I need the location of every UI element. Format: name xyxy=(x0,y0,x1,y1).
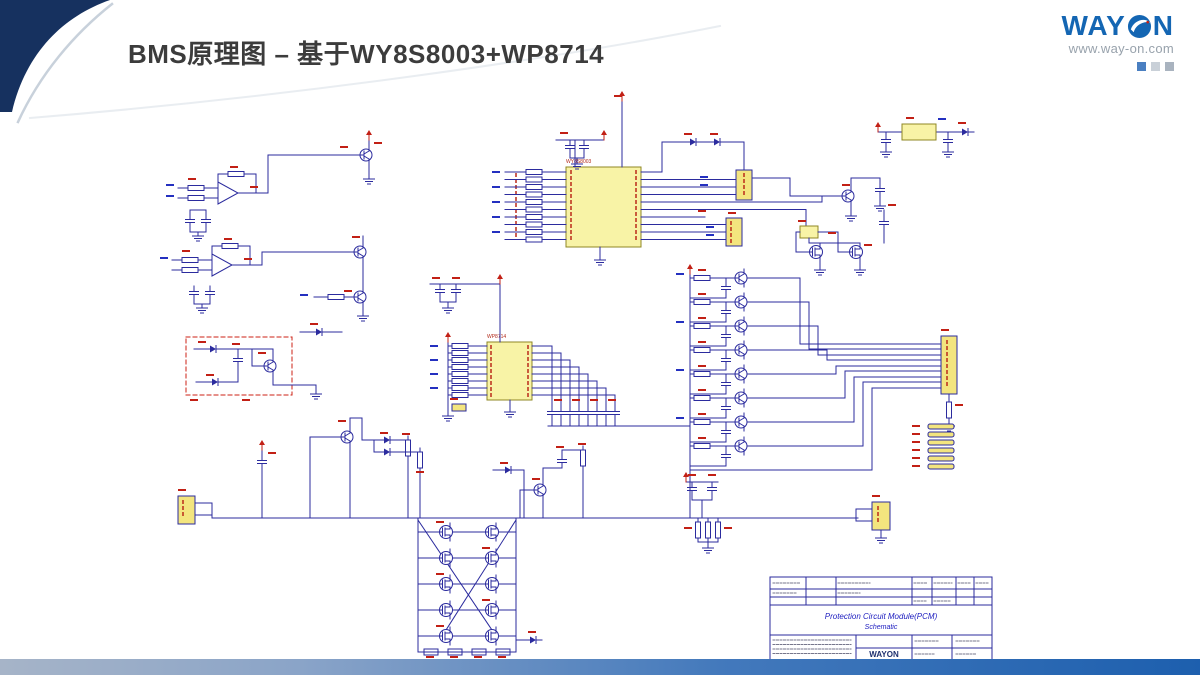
afe-ic-block: WP8714 xyxy=(429,273,691,427)
main-ic-block: WY8S8003 xyxy=(491,90,841,266)
pack-connector-right xyxy=(871,501,891,531)
footer-bar xyxy=(0,659,1200,675)
titleblock-doc-subtitle: Schematic xyxy=(865,624,898,631)
aux-connector-2 xyxy=(725,217,743,247)
main-ic xyxy=(565,166,642,248)
website-url: www.way-on.com xyxy=(1068,41,1174,56)
logo-o-icon xyxy=(1127,14,1151,38)
opamp-section xyxy=(159,129,383,336)
protection-dashed-box xyxy=(185,336,322,402)
jumper-column xyxy=(911,423,955,470)
logo-wordmark: WAY N xyxy=(1062,12,1174,40)
driver-section xyxy=(751,177,897,276)
main-ic-label: WY8S8003 xyxy=(566,159,592,165)
aux-connectors-section xyxy=(683,132,753,247)
square-lightgray xyxy=(1151,62,1160,71)
slide-title: BMS原理图 – 基于WY8S8003+WP8714 xyxy=(128,39,605,69)
corner-swoosh-decoration xyxy=(0,0,722,124)
driver-ic xyxy=(799,225,819,239)
regulator-ic xyxy=(901,123,937,141)
logo-text-n: N xyxy=(1152,10,1174,41)
logo: WAY N www.way-on.com xyxy=(1062,12,1174,71)
pack-connector-left xyxy=(177,495,196,525)
logo-text-way: WAY xyxy=(1061,10,1126,41)
balancing-array xyxy=(675,263,942,519)
protector-ic-label: WP8714 xyxy=(487,334,506,340)
bottom-rail-section xyxy=(177,417,891,554)
square-gray xyxy=(1165,62,1174,71)
top-right-regulator-section xyxy=(874,116,975,158)
protector-ic xyxy=(486,341,533,401)
logo-squares xyxy=(1062,62,1174,71)
square-blue xyxy=(1137,62,1146,71)
titleblock-doc-title: Protection Circuit Module(PCM) xyxy=(825,612,938,621)
titleblock-company: WAYON xyxy=(869,650,899,659)
title-block: Protection Circuit Module(PCM) Schematic… xyxy=(769,576,993,662)
mosfet-power-stage xyxy=(417,517,543,659)
cell-connector-section xyxy=(940,328,964,432)
cell-connector xyxy=(940,335,958,395)
